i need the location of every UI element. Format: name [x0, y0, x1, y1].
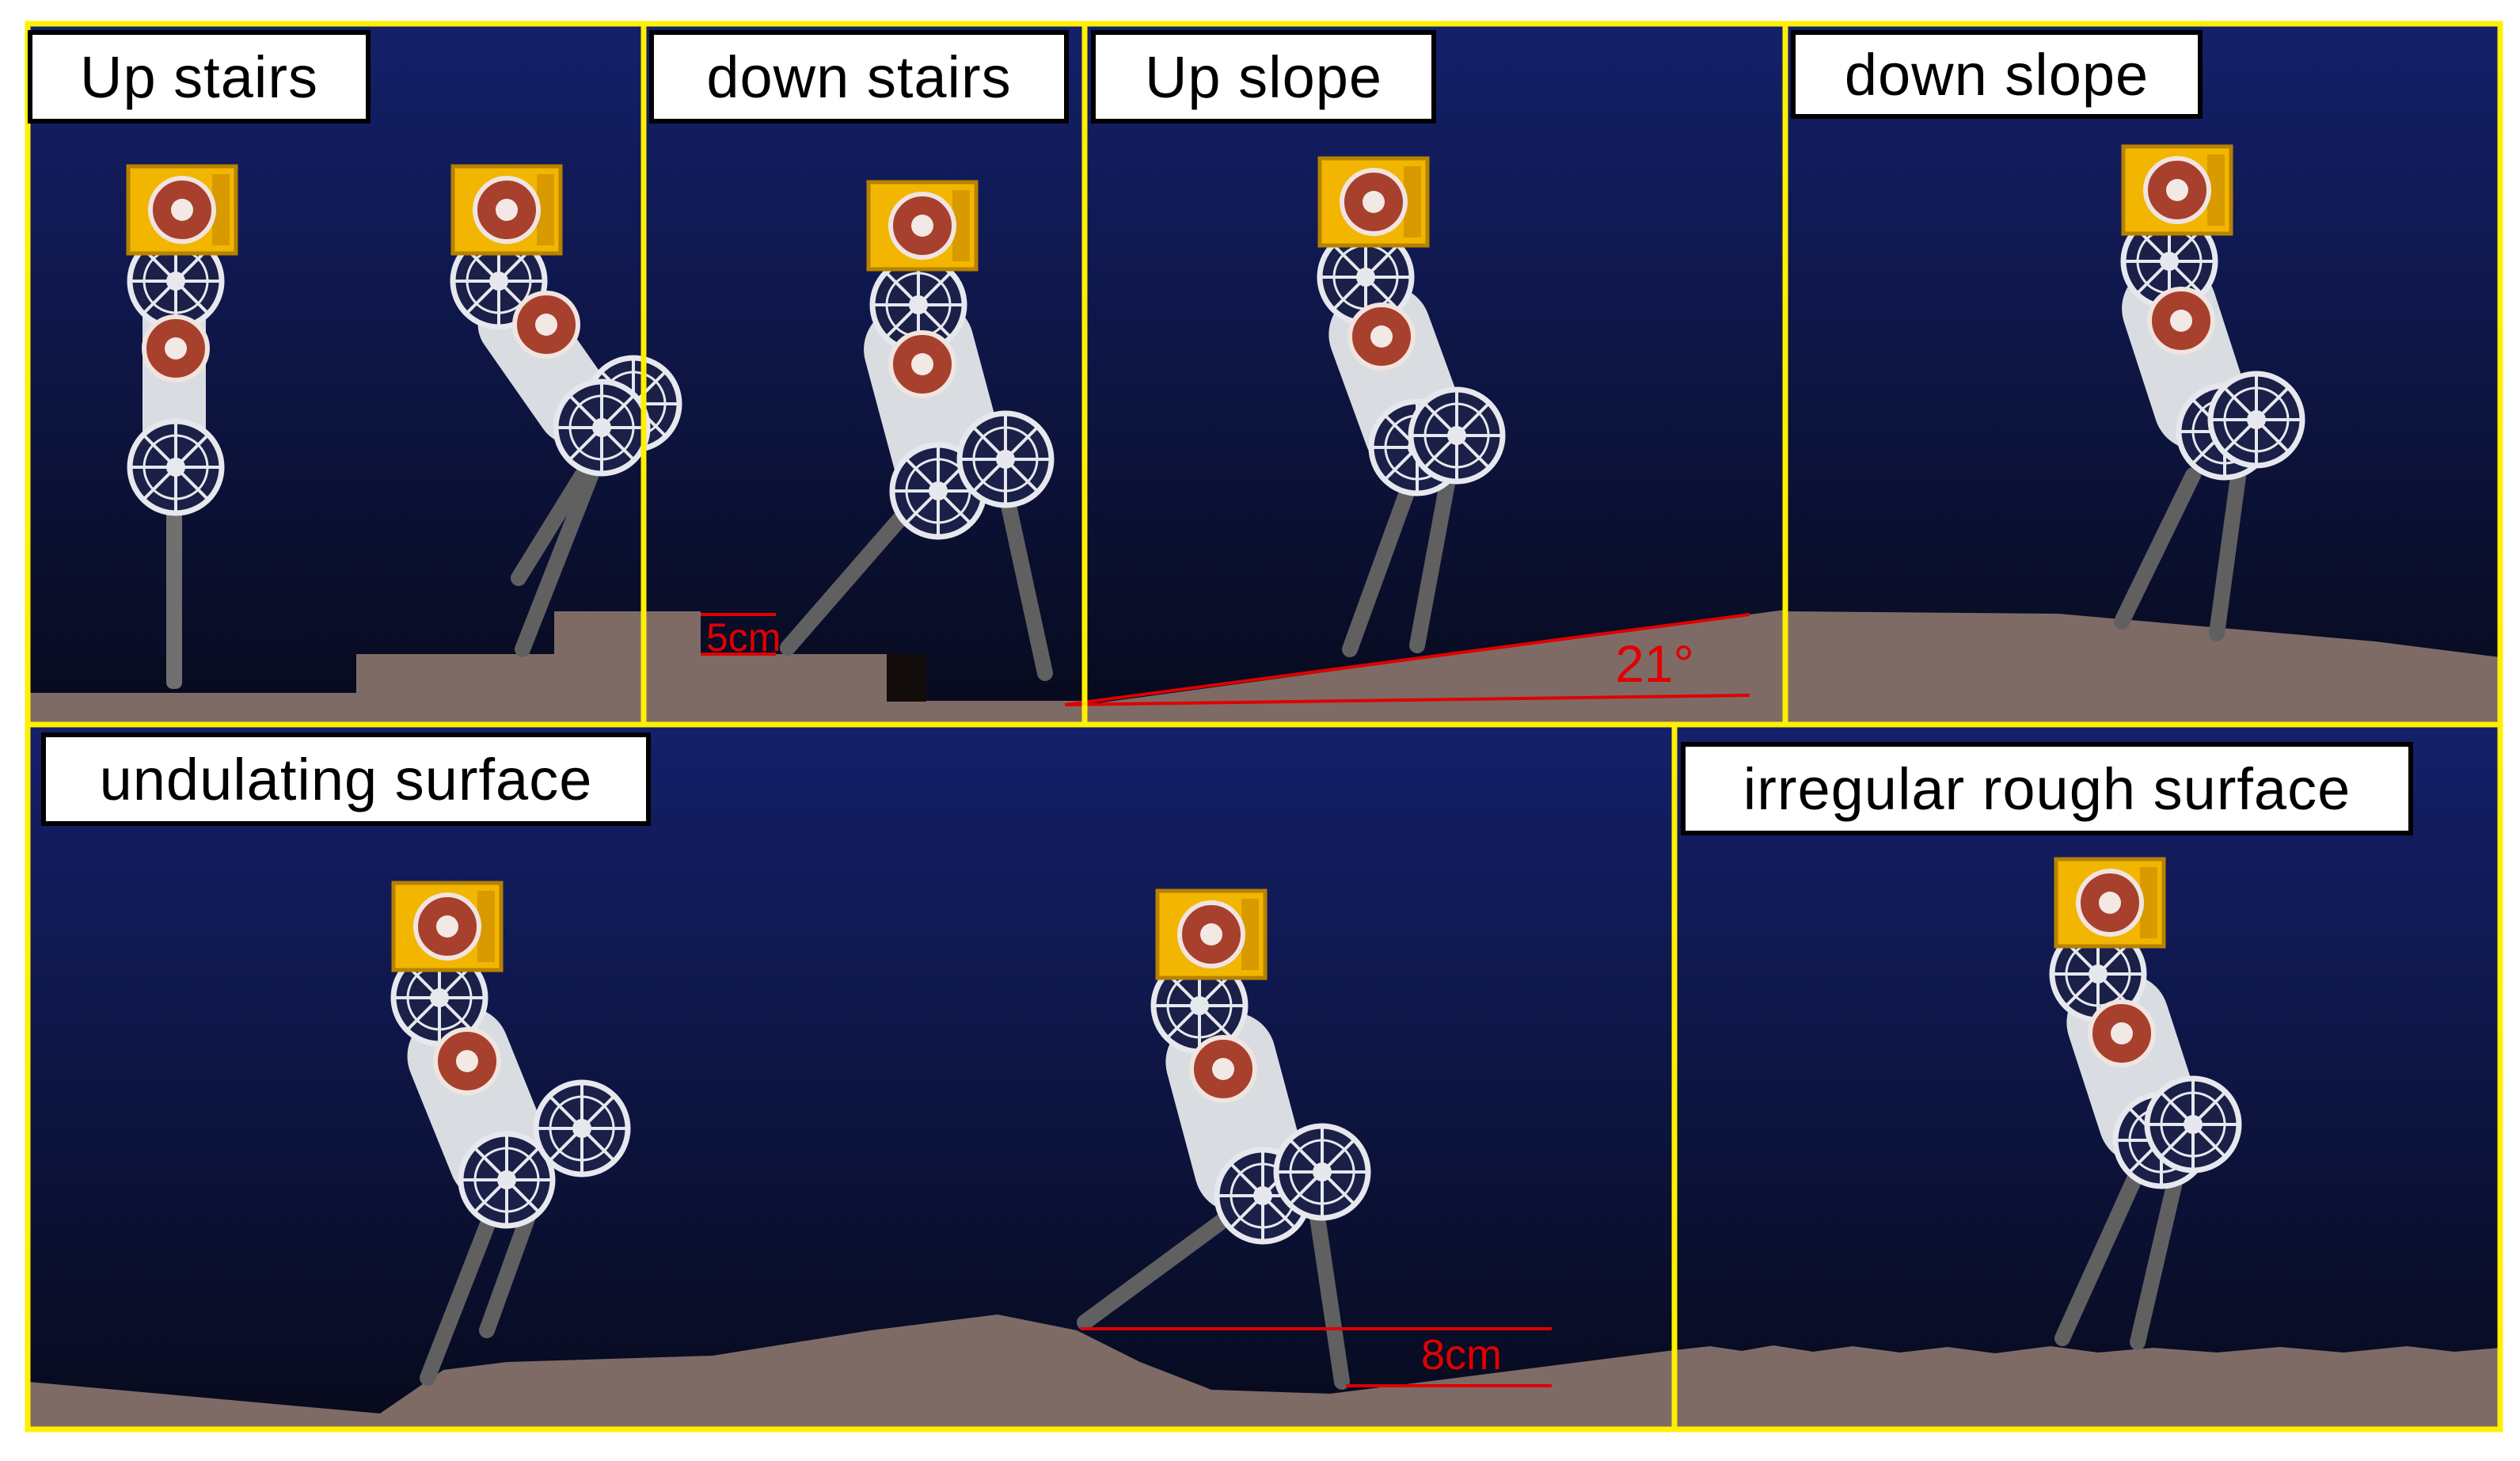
panel-label-up-stairs: Up stairs [28, 30, 371, 124]
panel-label-down-slope: down slope [1791, 30, 2203, 119]
annotation-lines [701, 613, 1750, 1387]
robot-down-stairs [780, 182, 1051, 681]
panel-label-irregular-rough-surface: irregular rough surface [1681, 742, 2413, 835]
terrain [28, 610, 2500, 1429]
robot-irregular-rough [2052, 859, 2239, 1350]
panel-label-down-stairs: down stairs [649, 30, 1069, 124]
panel-frames [25, 21, 2503, 1432]
robot-down-slope [2114, 146, 2302, 641]
panel-label-up-slope: Up slope [1091, 30, 1436, 124]
robot-up-stairs-climbing [453, 166, 679, 657]
robot-up-slope [1317, 158, 1503, 657]
robot-undulating-right [1077, 891, 1368, 1390]
panel-label-undulating-surface: undulating surface [41, 732, 651, 826]
bump-height-annotation: 8cm [1421, 1331, 1503, 1379]
robot-up-stairs-standing [128, 166, 236, 689]
slope-angle-annotation: 21° [1615, 634, 1694, 693]
robot-undulating-left [393, 883, 628, 1386]
step-height-annotation: 5cm [706, 615, 781, 660]
